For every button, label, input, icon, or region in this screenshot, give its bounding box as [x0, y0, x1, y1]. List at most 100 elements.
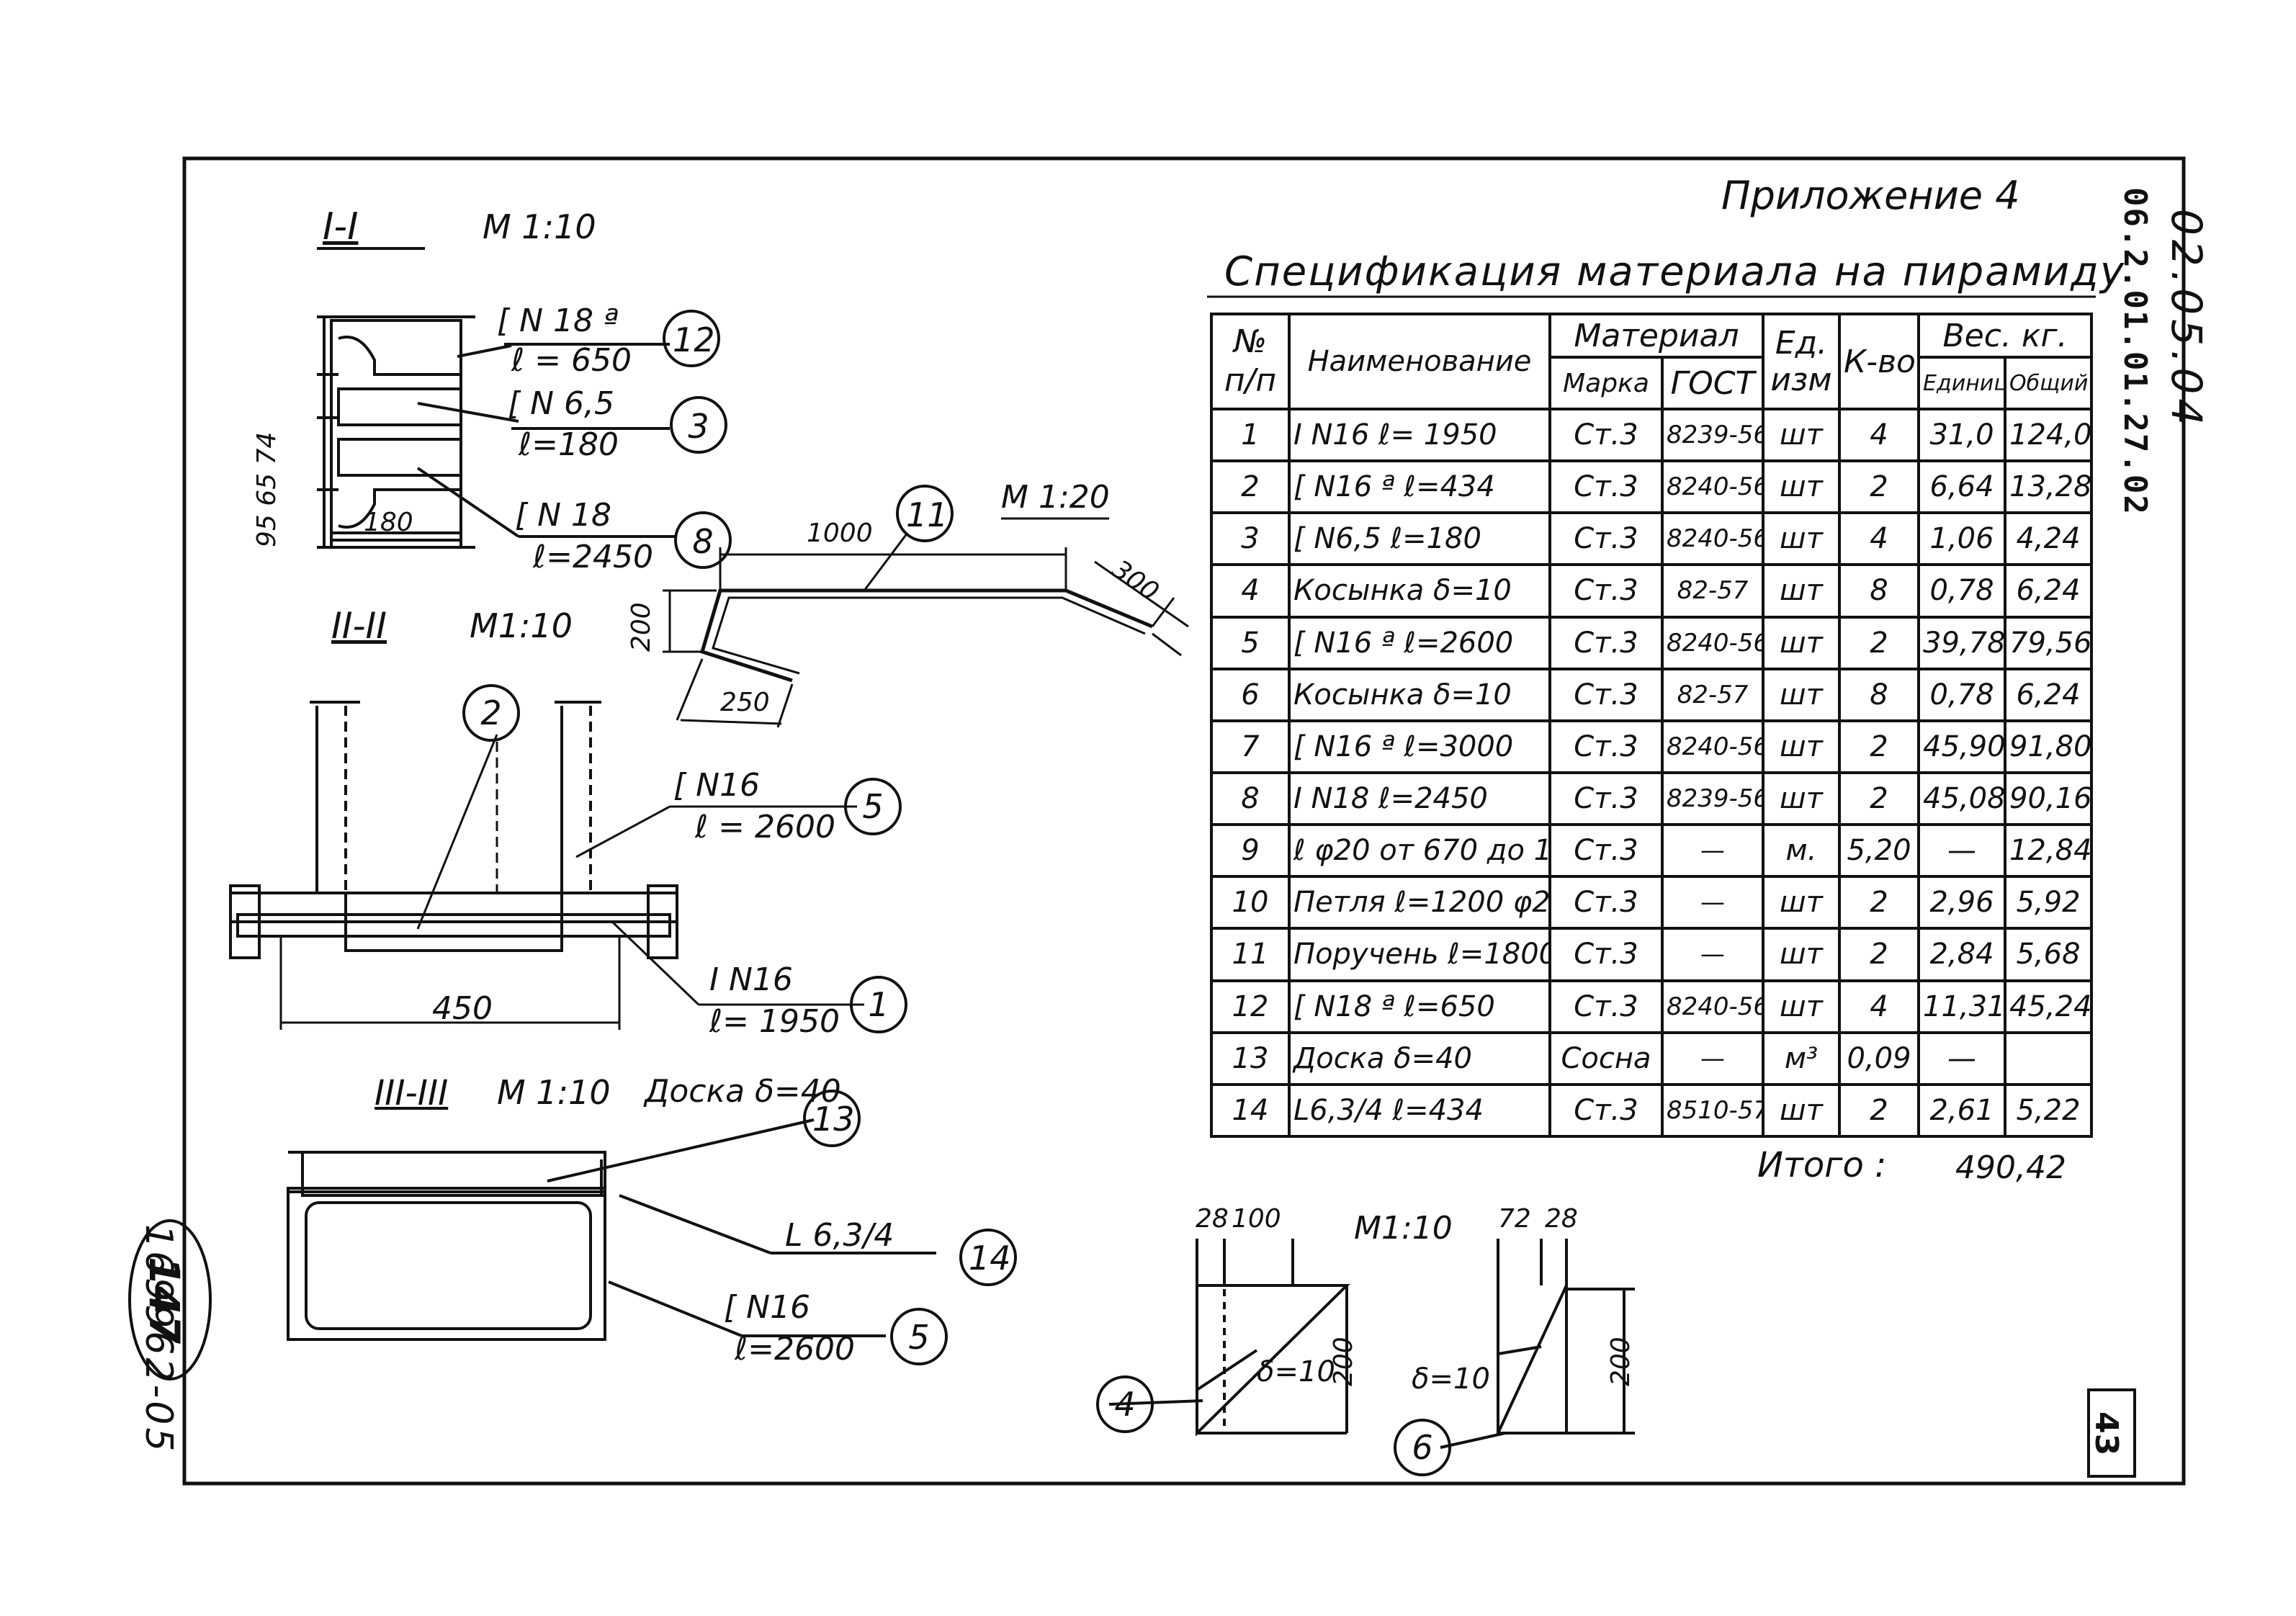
table-cell-name: [ N16 ª ℓ=2600 — [1288, 615, 1551, 670]
table-cell-qty: 8 — [1838, 667, 1920, 722]
table-cell-w2 — [2003, 1031, 2094, 1086]
callout-5a: 5 — [862, 787, 884, 826]
table-cell-n: 11 — [1210, 927, 1291, 982]
col-header-unit-weight: Единицы — [1917, 356, 2006, 410]
section-3-label-5b: ℓ=2600 — [735, 1331, 856, 1368]
col-header-weight: Вес. кг. — [1916, 313, 2094, 359]
table-cell-gost: 8239-56 — [1661, 407, 1764, 463]
callout-14: 14 — [969, 1239, 1011, 1278]
table-cell-n: 10 — [1210, 875, 1291, 930]
appendix-label: Приложение 4 — [1721, 173, 2020, 218]
table-cell-w1: 39,78 — [1917, 615, 2006, 670]
section-2-dim-450: 450 — [432, 990, 493, 1027]
page-number: 43 — [2088, 1411, 2125, 1456]
drawing-code-bottom: 06.2.01.01.27.02 — [2117, 187, 2153, 516]
table-cell-w1: 2,84 — [1917, 927, 2006, 982]
table-cell-unit: шт — [1762, 667, 1841, 722]
table-cell-gost: 8240-56 — [1661, 511, 1764, 567]
table-cell-marka: Сосна — [1548, 1031, 1664, 1086]
drawing-frame — [182, 156, 2186, 1486]
section-1-left-dims: 95 65 74 — [252, 431, 282, 547]
table-cell-w1: — — [1917, 823, 2006, 879]
gusset-dim-72: 72 — [1498, 1204, 1531, 1234]
table-cell-w2: 6,24 — [2003, 563, 2094, 619]
table-cell-unit: шт — [1762, 771, 1841, 827]
table-cell-name: Косынка δ=10 — [1288, 667, 1551, 722]
section-1-label-8a: [ N 18 — [515, 497, 612, 534]
table-cell-marka: Ст.3 — [1548, 563, 1664, 619]
sheet-number-circle — [128, 1219, 212, 1381]
callout-12: 12 — [673, 320, 715, 359]
table-cell-gost: 8239-56 — [1661, 771, 1764, 827]
rail-dim-200: 200 — [627, 602, 656, 652]
table-cell-name: ℓ φ20 от 670 до 1070 — [1288, 823, 1551, 879]
section-3-plank-label: Доска δ=40 — [645, 1073, 841, 1110]
gusset-dim-100: 100 — [1232, 1204, 1281, 1234]
callout-13: 13 — [812, 1100, 855, 1139]
total-label: Итого : — [1757, 1145, 1887, 1185]
table-cell-marka: Ст.3 — [1548, 615, 1664, 670]
table-cell-qty: 2 — [1838, 719, 1920, 774]
table-cell-marka: Ст.3 — [1548, 927, 1664, 982]
table-cell-n: 3 — [1210, 511, 1291, 567]
rail-drawing — [663, 485, 1189, 728]
table-cell-gost: 8240-56 — [1661, 459, 1764, 515]
table-cell-qty: 2 — [1838, 615, 1920, 670]
rail-dim-1000: 1000 — [807, 519, 873, 548]
table-cell-name: I N18 ℓ=2450 — [1288, 771, 1551, 827]
section-3-drawing — [287, 1090, 1017, 1365]
table-cell-unit: м³ — [1762, 1031, 1841, 1086]
table-cell-unit: шт — [1762, 563, 1841, 619]
callout-4: 4 — [1114, 1385, 1136, 1424]
table-cell-name: [ N16 ª ℓ=434 — [1288, 459, 1551, 515]
gusset-dim-200b: 200 — [1606, 1337, 1636, 1386]
table-cell-gost: — — [1661, 875, 1764, 930]
section-1-label-8b: ℓ=2450 — [533, 539, 654, 575]
rail-dim-250: 250 — [720, 688, 770, 717]
table-cell-w2: 90,16 — [2003, 771, 2094, 827]
table-cell-qty: 8 — [1838, 563, 1920, 619]
table-cell-w2: 5,68 — [2003, 927, 2094, 982]
table-cell-name: [ N18 ª ℓ=650 — [1288, 979, 1551, 1034]
section-1-scale: М 1:10 — [483, 207, 596, 246]
table-cell-name: [ N6,5 ℓ=180 — [1288, 511, 1551, 567]
section-1-label-12a: [ N 18 ª — [497, 302, 619, 339]
table-cell-name: Петля ℓ=1200 φ20 — [1288, 875, 1551, 930]
table-cell-w2: 5,22 — [2003, 1082, 2094, 1139]
table-cell-unit: шт — [1762, 407, 1841, 463]
table-cell-qty: 5,20 — [1838, 823, 1920, 879]
table-cell-marka: Ст.3 — [1548, 719, 1664, 774]
table-cell-n: 9 — [1210, 823, 1291, 879]
rail-scale: М 1:20 — [1001, 479, 1110, 516]
table-cell-unit: шт — [1762, 615, 1841, 670]
table-cell-name: Косынка δ=10 — [1288, 563, 1551, 619]
table-cell-w1: 0,78 — [1917, 667, 2006, 722]
table-cell-w1: 0,78 — [1917, 563, 2006, 619]
table-cell-gost: 82-57 — [1661, 667, 1764, 722]
section-2-title: II-II — [331, 605, 387, 647]
gusset-thickness-6: δ=10 — [1412, 1363, 1490, 1396]
table-cell-w2: 124,0 — [2003, 407, 2094, 463]
table-cell-name: [ N16 ª ℓ=3000 — [1288, 719, 1551, 774]
table-cell-name: Доска δ=40 — [1288, 1031, 1551, 1086]
table-cell-w1: 6,64 — [1917, 459, 2006, 515]
table-cell-marka: Ст.3 — [1548, 407, 1664, 463]
gusset-thickness-4: δ=10 — [1257, 1355, 1335, 1388]
table-cell-marka: Ст.3 — [1548, 979, 1664, 1034]
section-2-drawing — [229, 684, 907, 1033]
table-row: 9ℓ φ20 от 670 до 1070Ст.3—м.5,20—12,84 — [1210, 823, 2094, 879]
section-1-title: I-I — [323, 205, 359, 248]
page-number-box — [2087, 1388, 2136, 1478]
col-header-num: № п/п — [1210, 313, 1291, 410]
col-header-total-weight: Общий — [2003, 356, 2094, 410]
table-cell-w1: 45,08 — [1917, 771, 2006, 827]
drawing-code-top: 02.05.04 — [2162, 209, 2211, 430]
section-2-scale: М1:10 — [470, 606, 573, 645]
col-header-marka: Марка — [1548, 356, 1664, 410]
